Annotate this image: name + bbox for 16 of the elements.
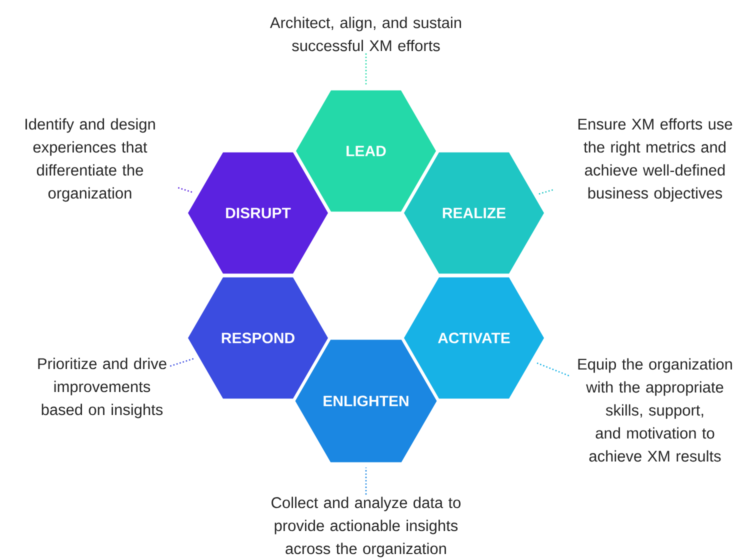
description-text: Ensure XM efforts use the right metrics and achieve well-defined business objectives xyxy=(578,118,732,202)
description-text: Architect, align, and sustain successful XM efforts xyxy=(270,16,462,52)
hexagon: REALIZE xyxy=(404,152,544,274)
description-text: Prioritize and drive improvements based on insights xyxy=(38,358,166,418)
description-text: Identify and design experiences that differentiate the organization xyxy=(26,118,155,202)
description-text: Collect and analyze data to provide actionable insights across the organization xyxy=(272,496,461,558)
leader-line xyxy=(365,53,367,86)
description-text: Equip the organization with the appropriate skills, support, and motivation to achieve XM results xyxy=(578,358,732,462)
hexagon: DISRUPT xyxy=(188,152,328,274)
leader-line xyxy=(178,187,194,194)
leader-line xyxy=(170,358,194,367)
leader-line xyxy=(536,362,570,376)
hexagon: LEAD xyxy=(296,90,436,212)
leader-line xyxy=(538,189,554,195)
hexagon: ENLIGHTEN xyxy=(295,340,437,462)
leader-line xyxy=(365,467,367,495)
